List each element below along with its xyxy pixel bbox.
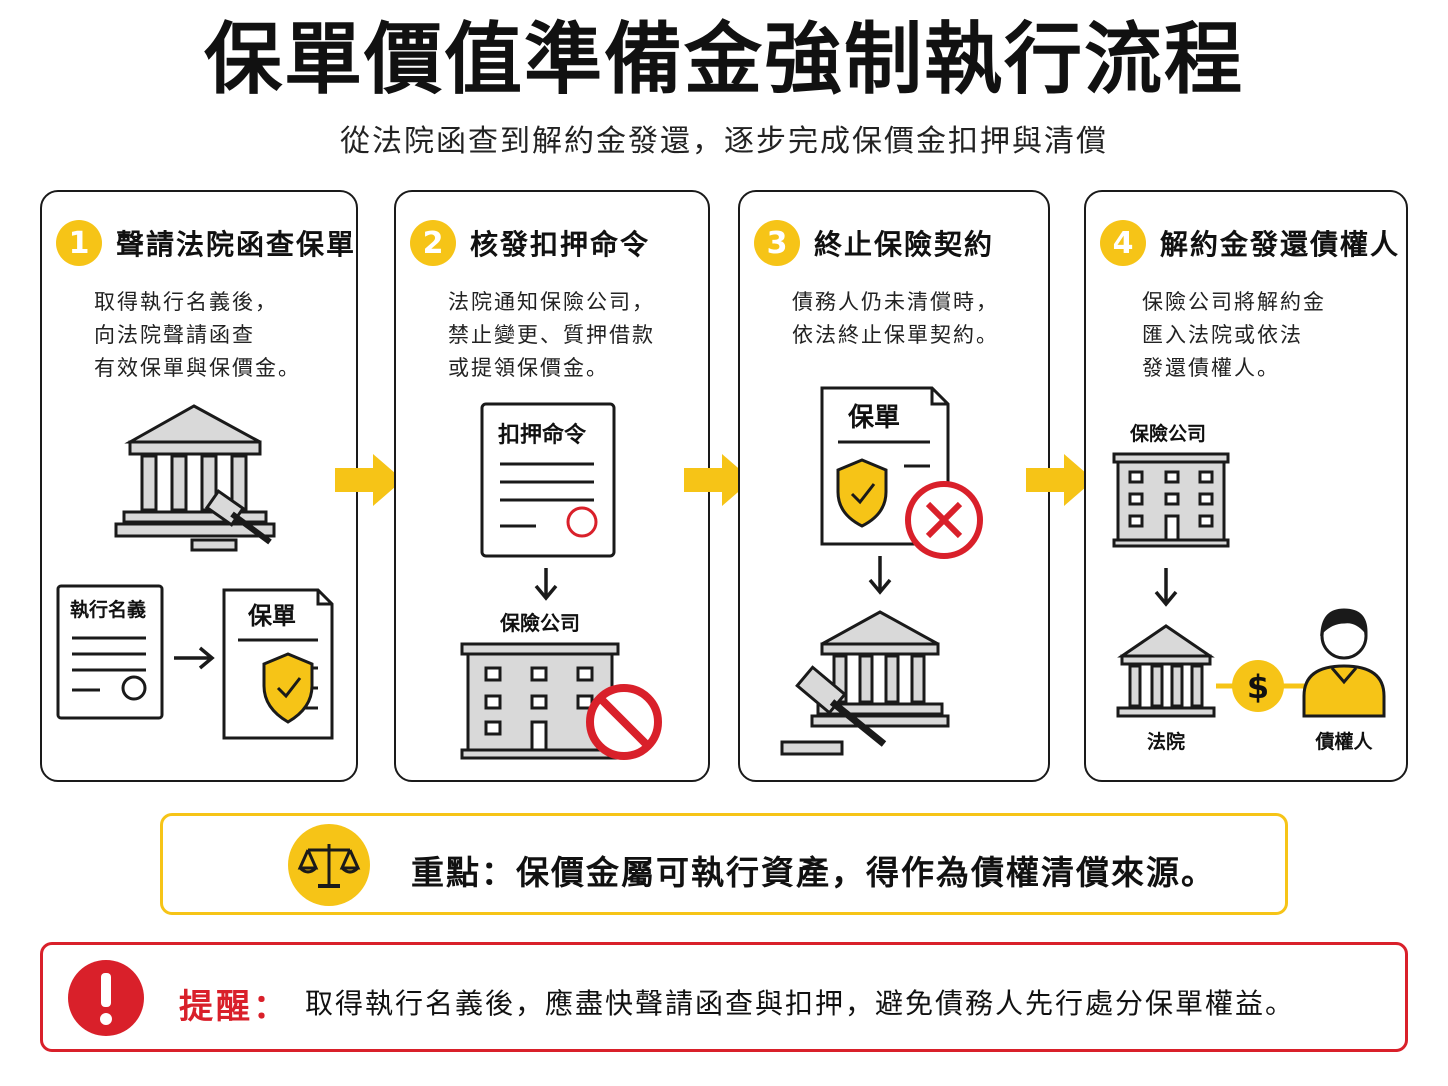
reminder-text: 取得執行名義後，應盡快聲請函查與扣押，避免債務人先行處分保單權益。 bbox=[305, 987, 1296, 1020]
doc-label: 扣押命令 bbox=[498, 422, 587, 448]
step-3-illustration: 保單 bbox=[780, 386, 983, 756]
step-header: 3 終止保險契約 bbox=[754, 220, 994, 266]
step-title: 解約金發還債權人 bbox=[1160, 228, 1401, 261]
step-1-illustration: 執行名義 保單 bbox=[56, 404, 334, 740]
document-icon bbox=[56, 584, 164, 720]
step-description: 保險公司將解約金 匯入法院或依法 發還債權人。 bbox=[1142, 286, 1326, 385]
person-icon bbox=[1302, 608, 1386, 718]
exclamation-icon bbox=[68, 960, 144, 1036]
desc-line: 法院通知保險公司， bbox=[448, 290, 655, 314]
reminder-box: 提醒： 取得執行名義後，應盡快聲請函查與扣押，避免債務人先行處分保單權益。 bbox=[40, 942, 1408, 1052]
desc-line: 或提領保價金。 bbox=[448, 356, 609, 380]
step-card-2: 2 核發扣押命令 法院通知保險公司， 禁止變更、質押借款 或提領保價金。 扣押命… bbox=[394, 190, 710, 782]
desc-line: 禁止變更、質押借款 bbox=[448, 323, 655, 347]
arrow-down-icon bbox=[1154, 568, 1178, 607]
page-title: 保單價值準備金強制執行流程 bbox=[203, 15, 1244, 105]
arrow-right-icon bbox=[335, 454, 403, 506]
step-header: 1 聲請法院函查保單 bbox=[56, 220, 356, 266]
desc-line: 取得執行名義後， bbox=[94, 290, 278, 314]
scales-icon bbox=[288, 824, 370, 906]
court-icon bbox=[810, 610, 950, 728]
step-2-illustration: 扣押命令 保險公司 bbox=[460, 402, 662, 760]
step-card-1: 1 聲請法院函查保單 取得執行名義後， 向法院聲請函查 有效保單與保價金。 bbox=[40, 190, 358, 782]
dollar-icon: $ bbox=[1232, 660, 1284, 712]
arrow-right-icon bbox=[1026, 454, 1094, 506]
step-number: 1 bbox=[56, 220, 102, 266]
desc-line: 發還債權人。 bbox=[1142, 356, 1280, 380]
step-description: 法院通知保險公司， 禁止變更、質押借款 或提領保價金。 bbox=[448, 286, 655, 385]
arrow-right-icon bbox=[684, 454, 752, 506]
step-number: 2 bbox=[410, 220, 456, 266]
svg-text:$: $ bbox=[1247, 668, 1269, 706]
arrow-down-icon bbox=[534, 568, 558, 601]
page-subtitle: 從法院函查到解約金發還，逐步完成保價金扣押與清償 bbox=[340, 124, 1108, 159]
step-card-3: 3 終止保險契約 債務人仍未清償時， 依法終止保單契約。 保單 bbox=[738, 190, 1050, 782]
desc-line: 向法院聲請函查 bbox=[94, 323, 255, 347]
step-description: 取得執行名義後， 向法院聲請函查 有效保單與保價金。 bbox=[94, 286, 301, 385]
doc-label: 執行名義 bbox=[70, 598, 146, 621]
step-card-4: 4 解約金發還債權人 保險公司將解約金 匯入法院或依法 發還債權人。 保險公司 bbox=[1084, 190, 1408, 782]
gavel-icon bbox=[780, 665, 887, 756]
court-icon bbox=[114, 404, 276, 538]
desc-line: 有效保單與保價金。 bbox=[94, 356, 301, 380]
gavel-icon bbox=[190, 489, 272, 552]
building-icon bbox=[1112, 452, 1230, 548]
shield-check-icon bbox=[836, 458, 888, 528]
step-title: 終止保險契約 bbox=[814, 228, 995, 261]
prohibited-icon bbox=[586, 684, 662, 760]
company-label: 保險公司 bbox=[499, 611, 580, 635]
step-title: 核發扣押命令 bbox=[470, 228, 651, 261]
step-header: 4 解約金發還債權人 bbox=[1100, 220, 1400, 266]
step-title: 聲請法院函查保單 bbox=[116, 228, 357, 261]
arrow-down-icon bbox=[868, 556, 892, 595]
company-label: 保險公司 bbox=[1129, 422, 1206, 445]
court-icon bbox=[1116, 624, 1216, 718]
cancel-icon bbox=[905, 481, 983, 559]
step-number: 3 bbox=[754, 220, 800, 266]
shield-check-icon bbox=[262, 652, 314, 724]
doc-label: 保單 bbox=[847, 403, 900, 433]
arrow-right-icon bbox=[174, 646, 215, 670]
key-point-box: 重點：保價金屬可執行資產，得作為債權清償來源。 bbox=[160, 813, 1288, 915]
key-point-text: 重點：保價金屬可執行資產，得作為債權清償來源。 bbox=[411, 853, 1216, 892]
doc-label: 保單 bbox=[247, 602, 296, 630]
desc-line: 匯入法院或依法 bbox=[1142, 323, 1303, 347]
desc-line: 債務人仍未清償時， bbox=[792, 290, 999, 314]
court-label: 法院 bbox=[1147, 730, 1185, 753]
building-icon bbox=[460, 642, 620, 760]
creditor-label: 債權人 bbox=[1314, 730, 1373, 753]
step-header: 2 核發扣押命令 bbox=[410, 220, 650, 266]
desc-line: 保險公司將解約金 bbox=[1142, 290, 1326, 314]
step-description: 債務人仍未清償時， 依法終止保單契約。 bbox=[792, 286, 999, 352]
step-number: 4 bbox=[1100, 220, 1146, 266]
reminder-label: 提醒： bbox=[179, 987, 290, 1027]
seal-icon bbox=[566, 506, 598, 538]
desc-line: 依法終止保單契約。 bbox=[792, 323, 999, 347]
step-4-illustration: 保險公司 $ bbox=[1112, 422, 1386, 753]
